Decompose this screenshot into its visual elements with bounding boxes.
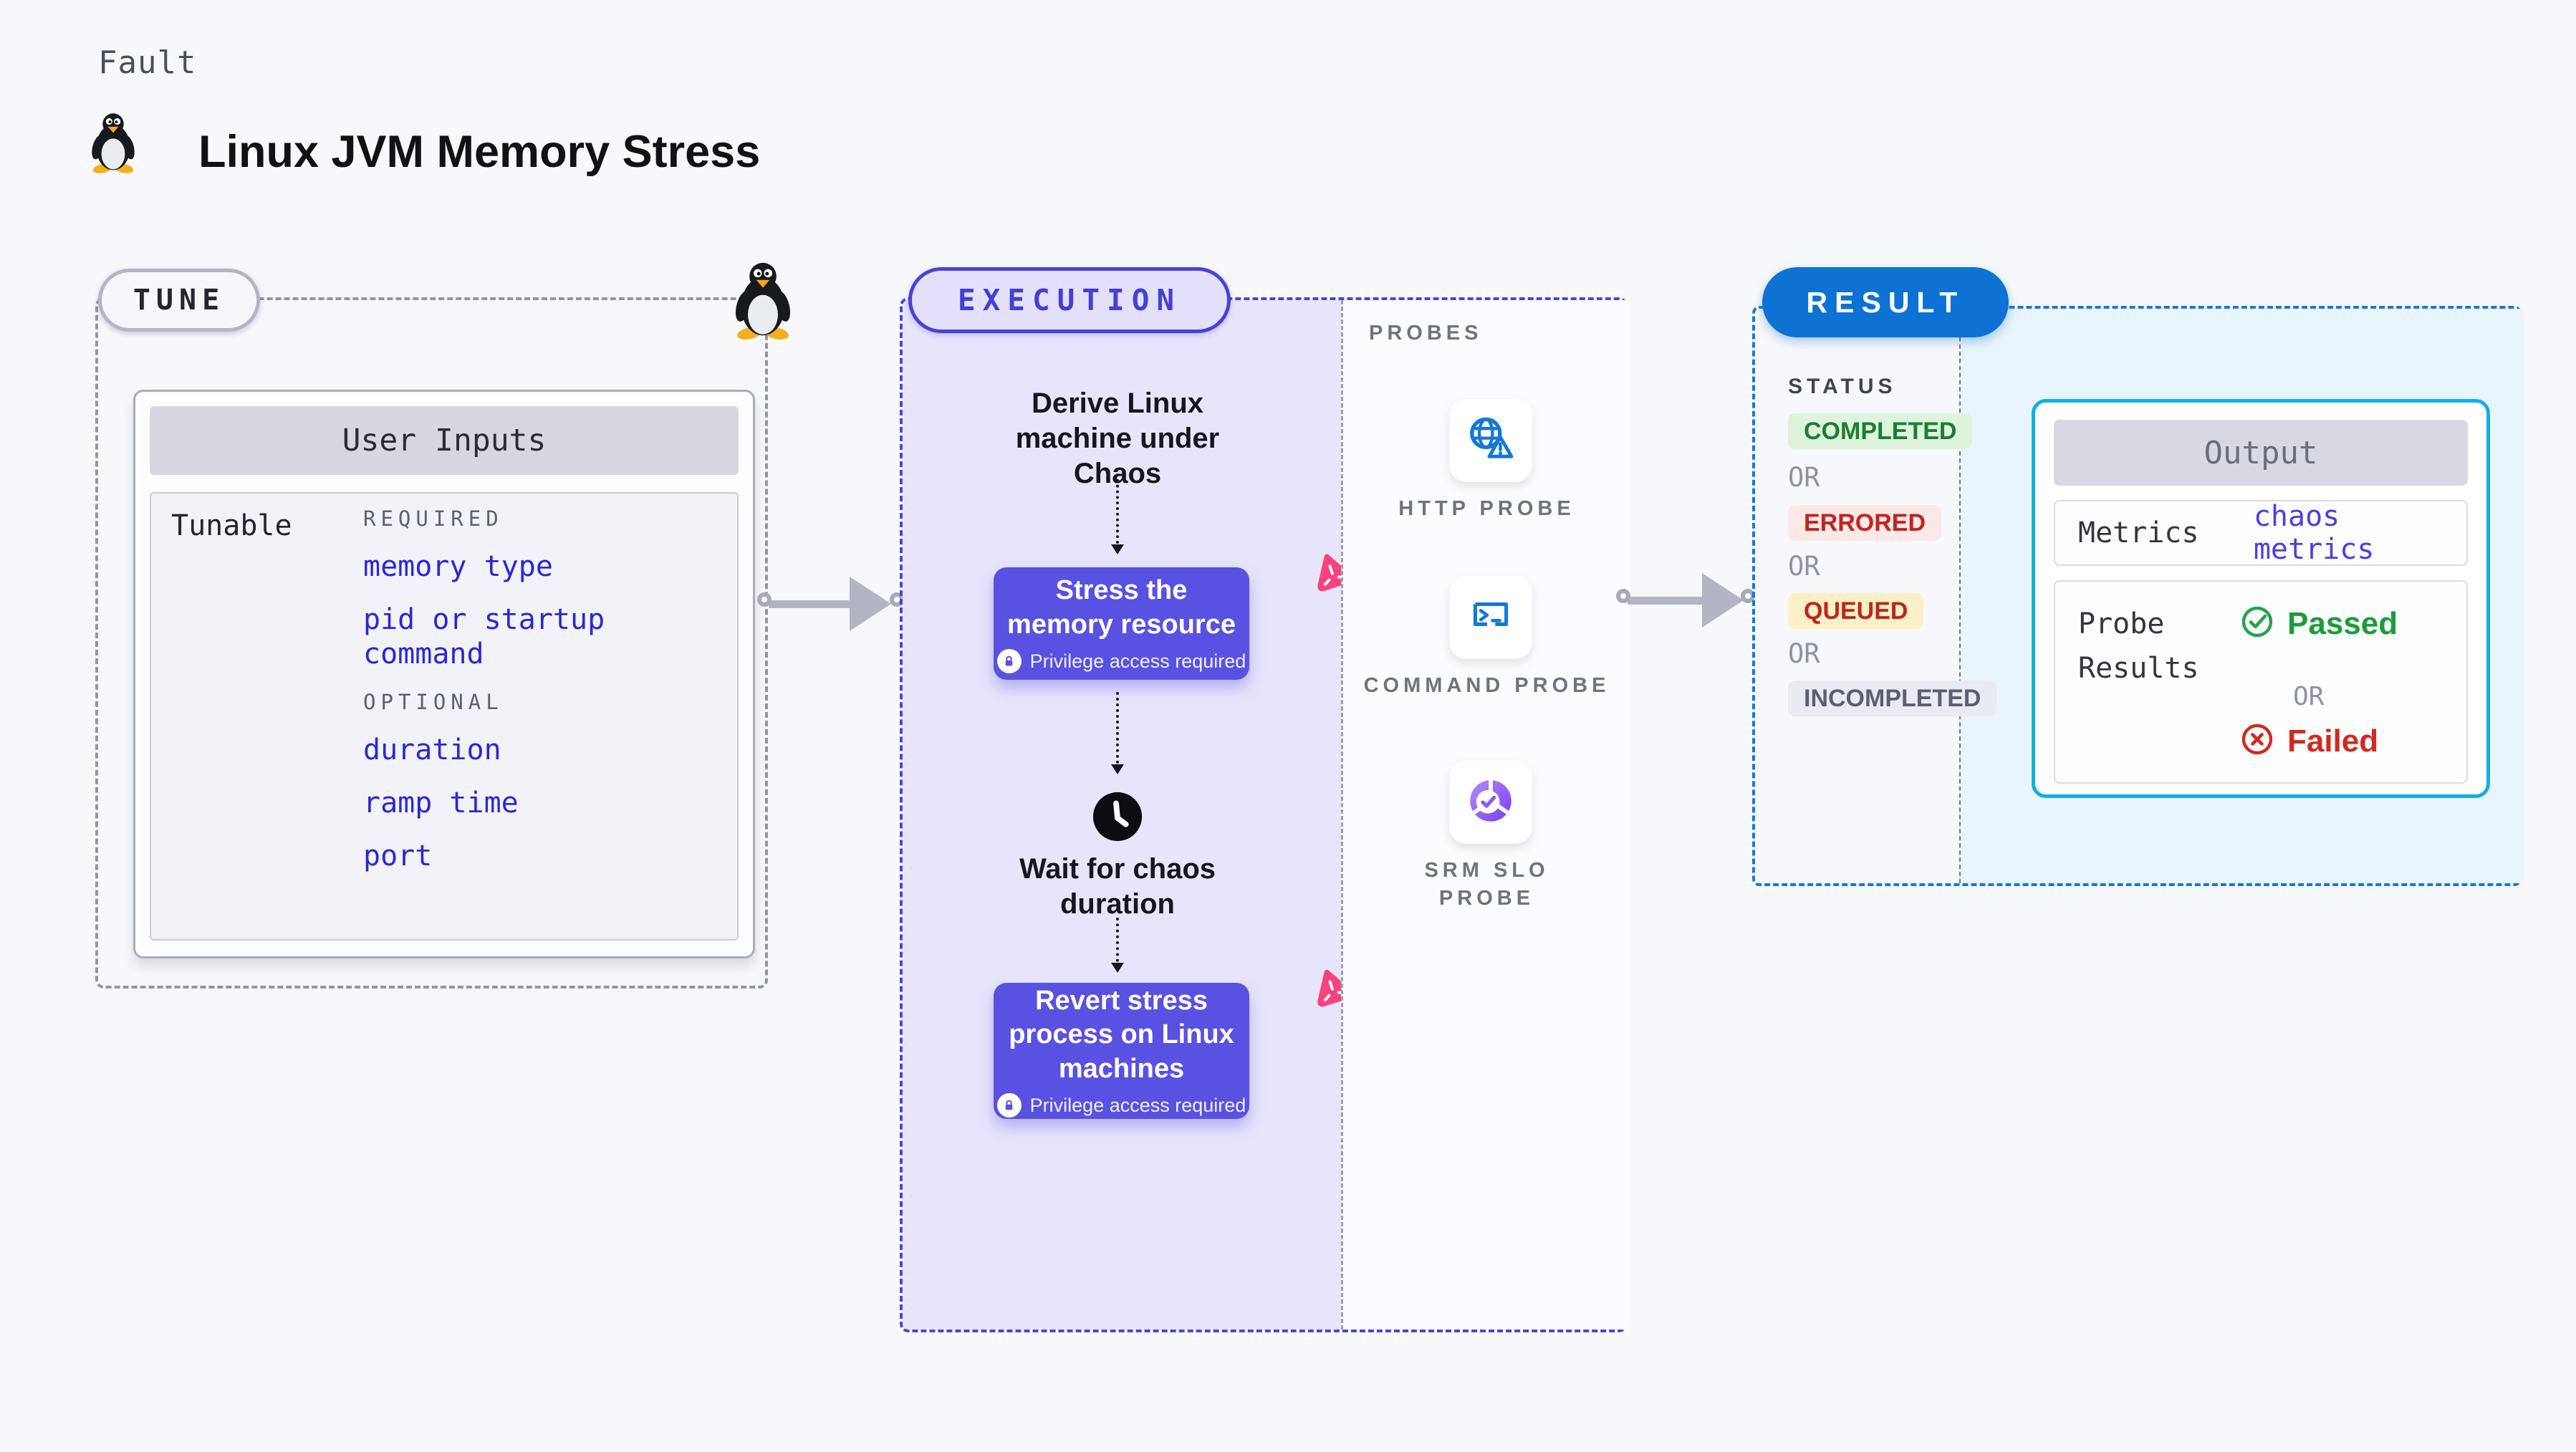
output-title: Output [2054, 420, 2468, 486]
input-pid-or-startup-command: pid or startup command [363, 603, 605, 670]
privilege-note: Privilege access required [1029, 1094, 1246, 1116]
result-pill: RESULT [1762, 267, 2009, 337]
output-panel: Output Metrics chaos metrics Probe Resul… [1959, 309, 2524, 883]
privilege-note: Privilege access required [1029, 650, 1246, 672]
connector-execution-result-arrowhead [1702, 573, 1744, 628]
srm-slo-probe-label: SRM SLO PROBE [1424, 859, 1549, 910]
status-badge-queued: QUEUED [1788, 593, 1924, 629]
command-probe-card[interactable] [1449, 576, 1532, 659]
tux-penguin-corner-icon [729, 261, 797, 340]
failed-label: Failed [2287, 723, 2379, 759]
flow-arrow-down [1111, 692, 1124, 774]
metrics-value: chaos metrics [2253, 500, 2375, 566]
tune-pill: TUNE [98, 269, 260, 332]
passed-check-icon [2240, 605, 2274, 643]
flow-arrow-down [1111, 473, 1124, 554]
http-probe-label: HTTP PROBE [1398, 497, 1575, 520]
input-port: port [363, 840, 433, 872]
connector-dot [757, 592, 772, 607]
required-label: REQUIRED [363, 506, 504, 531]
input-memory-type: memory type [363, 550, 553, 583]
privilege-row: Privilege access required [996, 1093, 1246, 1118]
or-label: OR [1788, 638, 1820, 669]
execution-pill: EXECUTION [908, 267, 1231, 333]
tux-penguin-icon [89, 112, 138, 173]
stress-memory-node[interactable]: Stress the memory resource Privilege acc… [994, 554, 1353, 680]
http-probe-card[interactable] [1449, 399, 1532, 482]
input-ramp-time: ramp time [363, 787, 519, 819]
status-badge-completed: COMPLETED [1788, 413, 1973, 449]
lock-icon [996, 649, 1022, 673]
probes-label: PROBES [1369, 322, 1483, 345]
wait-step-label: Wait for chaos duration [1019, 853, 1216, 920]
tunable-label: Tunable [171, 509, 292, 542]
srm-slo-probe-card[interactable] [1449, 761, 1532, 844]
user-inputs-title: User Inputs [150, 406, 739, 475]
execution-flow-panel: Derive Linux machine under Chaos Stress … [903, 300, 1353, 1330]
metrics-label: Metrics [2078, 516, 2199, 549]
connector-tune-execution-arrowhead [850, 577, 891, 631]
output-card: Output Metrics chaos metrics Probe Resul… [2032, 399, 2490, 798]
revert-step-label: Revert stress process on Linux machines [1009, 985, 1234, 1084]
user-inputs-body: Tunable REQUIRED memory type pid or star… [150, 492, 739, 941]
clock-icon [1091, 790, 1144, 843]
lock-icon [996, 1093, 1022, 1118]
terminal-icon [1467, 592, 1514, 643]
or-label: OR [2293, 682, 2325, 711]
input-duration: duration [363, 734, 501, 766]
flow-arrow-down [1111, 918, 1124, 973]
failed-x-icon [2240, 722, 2274, 760]
command-probe-label: COMMAND PROBE [1363, 674, 1610, 697]
probe-results-row: Probe Results Passed OR [2054, 580, 2468, 784]
fault-kicker: Fault [98, 44, 197, 81]
connector-execution-result [1628, 597, 1705, 605]
probes-panel: PROBES HTTP PROBE [1341, 300, 1630, 1330]
probe-results-label: Probe Results [2078, 607, 2199, 685]
globe-alert-icon [1466, 414, 1516, 468]
connector-dot [1616, 589, 1630, 603]
execution-section: Derive Linux machine under Chaos Stress … [900, 267, 1630, 1332]
page-title: Linux JVM Memory Stress [198, 127, 761, 177]
metrics-row: Metrics chaos metrics [2054, 500, 2468, 566]
revert-stress-node[interactable]: Revert stress process on Linux machines … [994, 969, 1353, 1119]
privilege-row: Privilege access required [996, 649, 1246, 673]
status-badge-errored: ERRORED [1788, 505, 1942, 541]
slo-donut-check-icon [1466, 777, 1515, 829]
status-label: STATUS [1788, 375, 1897, 398]
or-label: OR [1788, 462, 1820, 493]
status-badge-incompleted: INCOMPLETED [1788, 681, 1997, 716]
connector-tune-execution [769, 600, 853, 608]
stress-step-label: Stress the memory resource [1007, 575, 1236, 640]
tune-section: TUNE User Inputs Tunable REQUIRED [95, 262, 791, 989]
passed-label: Passed [2287, 605, 2398, 641]
derive-step-label: Derive Linux machine under Chaos [1015, 388, 1220, 489]
or-label: OR [1788, 551, 1820, 582]
optional-label: OPTIONAL [363, 690, 504, 714]
result-section: Output Metrics chaos metrics Probe Resul… [1752, 267, 2524, 886]
tunable-input-list: REQUIRED memory type pid or startup comm… [363, 506, 737, 873]
user-inputs-card: User Inputs Tunable REQUIRED memory type… [133, 390, 755, 958]
